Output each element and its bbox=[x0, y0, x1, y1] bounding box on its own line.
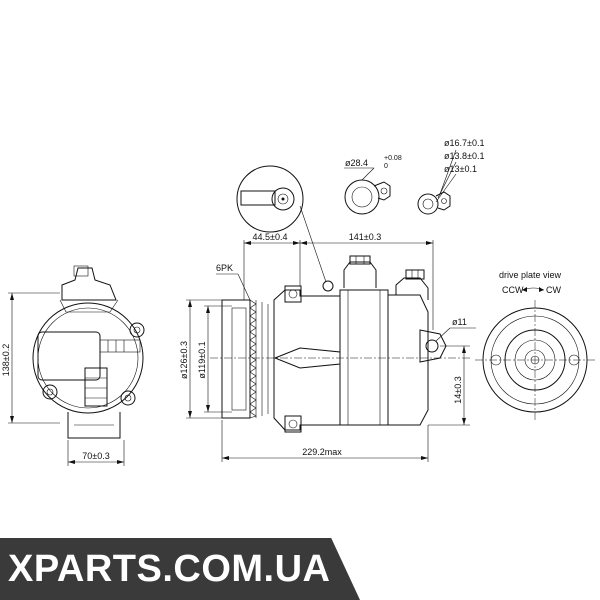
drive-plate-view: drive plate view CCW CW bbox=[475, 270, 595, 420]
dim-port-13: ø13±0.1 bbox=[444, 164, 477, 174]
dim-height-138: 138±0.2 bbox=[1, 344, 11, 376]
dim-total-229: 229.2max bbox=[302, 447, 342, 457]
label-6pk: 6PK bbox=[216, 263, 233, 273]
dim-port-28-4: ø28.4 bbox=[345, 158, 368, 168]
dim-port-13-8: ø13.8±0.1 bbox=[444, 151, 484, 161]
drive-plate-title: drive plate view bbox=[499, 270, 562, 280]
dim-hole-11: ø11 bbox=[452, 317, 467, 327]
watermark-banner: XPARTS.COM.UA bbox=[0, 538, 360, 600]
side-view: 138±0.2 70±0.3 bbox=[1, 265, 145, 466]
drive-ccw-label: CCW bbox=[502, 285, 524, 295]
dim-width-70: 70±0.3 bbox=[82, 451, 109, 461]
dim-port-16-7: ø16.7±0.1 bbox=[444, 138, 484, 148]
dim-dia-126: ø126±0.3 bbox=[179, 341, 189, 379]
drive-cw-label: CW bbox=[546, 285, 561, 295]
front-view: 44.5±0.4 141±0.3 6PK ø126±0.3 ø119±0.1 2… bbox=[179, 232, 476, 462]
dim-hole-offset-14: 14±0.3 bbox=[453, 376, 463, 403]
port-details: ø28.4 +0.08 0 ø16.7±0.1 ø13.8±0.1 ø13±0.… bbox=[236, 138, 484, 283]
pulley-grooves bbox=[249, 299, 275, 419]
watermark-text: XPARTS.COM.UA bbox=[8, 547, 331, 590]
top-ports bbox=[322, 255, 429, 300]
dim-port-28-4-tol-top: +0.08 bbox=[384, 155, 402, 162]
dim-offset-44-5: 44.5±0.4 bbox=[253, 232, 288, 242]
dim-dia-119: ø119±0.1 bbox=[197, 341, 207, 378]
dim-port-28-4-tol-bottom: 0 bbox=[384, 163, 388, 170]
dim-length-141: 141±0.3 bbox=[349, 232, 381, 242]
